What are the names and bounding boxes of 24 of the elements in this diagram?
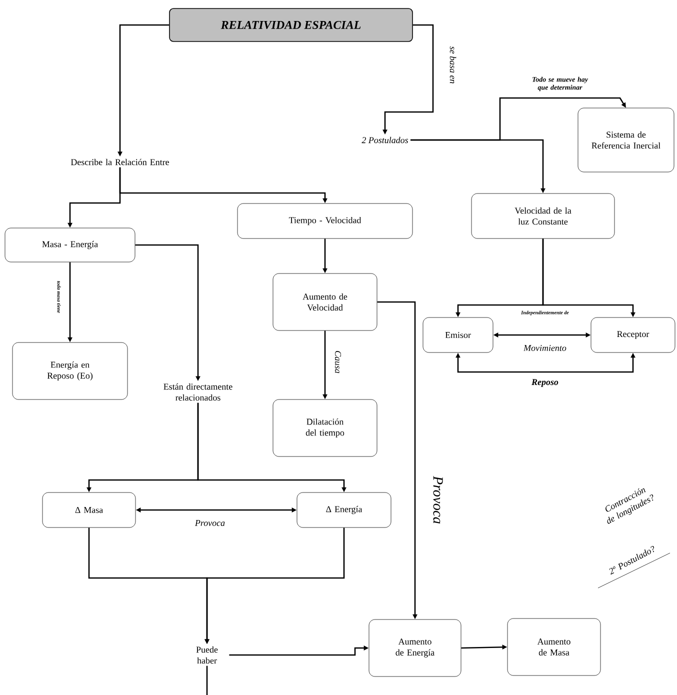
edge-label: Movimiento bbox=[522, 344, 568, 352]
concept-box: Sistema de Referencia Inercial bbox=[578, 108, 674, 172]
concept-box: Velocidad de la luz Constante bbox=[471, 193, 615, 239]
concept-text: Están directamente relacionados bbox=[164, 383, 232, 401]
concept-text: 2 Postulados bbox=[362, 136, 408, 144]
concept-box: Aumento de Velocidad bbox=[272, 273, 378, 331]
title-banner: RELATIVIDAD ESPACIAL bbox=[169, 8, 413, 42]
concept-text: Describe la Relación Entre bbox=[70, 158, 169, 166]
concept-box: Dilatación del tiempo bbox=[272, 399, 378, 457]
concept-box: Receptor bbox=[590, 317, 676, 353]
concept-box: Energía en Reposo (Eo) bbox=[12, 342, 128, 400]
edge-label: se basa en bbox=[448, 45, 458, 85]
concept-box: Masa - Energía bbox=[4, 228, 136, 262]
edge-label: Provoca bbox=[432, 474, 444, 526]
concept-box: Aumento de Energía bbox=[368, 619, 462, 677]
concept-text: Puede haber bbox=[196, 646, 218, 664]
concept-box: Emisor bbox=[422, 317, 494, 353]
edge-label: Reposo bbox=[530, 378, 560, 388]
edge-label: Provoca bbox=[194, 519, 226, 527]
concept-box: Aumento de Masa bbox=[507, 618, 601, 676]
edge-label: Causa bbox=[334, 350, 342, 374]
concept-box: Δ Masa bbox=[42, 492, 136, 528]
concept-box: Tiempo - Velocidad bbox=[237, 203, 413, 239]
concept-box: Δ Energía bbox=[296, 492, 392, 528]
